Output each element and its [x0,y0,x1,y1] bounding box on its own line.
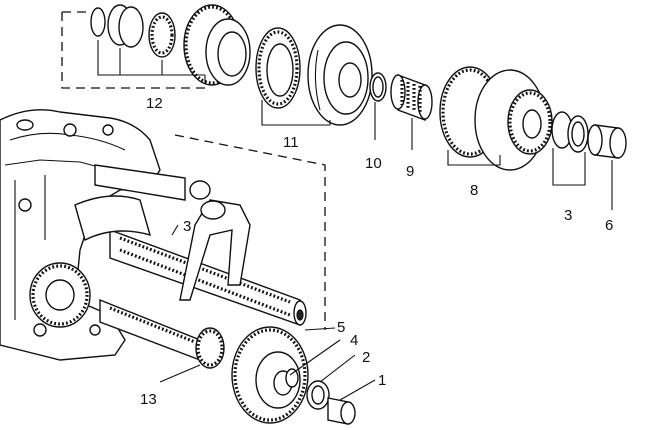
callout-11: 11 [283,134,299,151]
callout-4: 4 [350,332,358,349]
callout-3-left: 3 [183,218,191,235]
part-3-bearing-right [551,111,589,153]
callout-8: 8 [470,182,478,199]
callout-10: 10 [365,155,382,172]
part-1-bush [327,397,356,425]
callout-12: 12 [146,95,163,112]
leader-lines [97,40,613,401]
selector-fork [74,180,251,301]
part-5-large-gear [231,326,309,424]
part-13-small-gear [195,327,225,369]
main-shaft [94,164,307,326]
part-9-needle-bearing [390,73,433,122]
callout-13: 13 [140,391,157,408]
callout-6: 6 [605,217,613,234]
callout-9: 9 [406,163,414,180]
housing-gear [29,262,91,328]
assembly-dashed-lines [61,11,326,330]
part-12-group [90,4,251,86]
callout-labels: 12 11 10 9 8 3 6 3 5 4 2 1 13 [140,95,613,408]
part-11-group [255,24,373,126]
callout-3-right: 3 [564,207,572,224]
part-10-circlip [369,72,387,102]
callout-1: 1 [378,372,386,389]
part-2-bearing [306,380,330,410]
part-4-circlip [285,368,299,388]
part-8-gear [439,66,553,171]
part-6-bush [587,124,627,159]
callout-5: 5 [337,319,345,336]
callout-2: 2 [362,349,370,366]
